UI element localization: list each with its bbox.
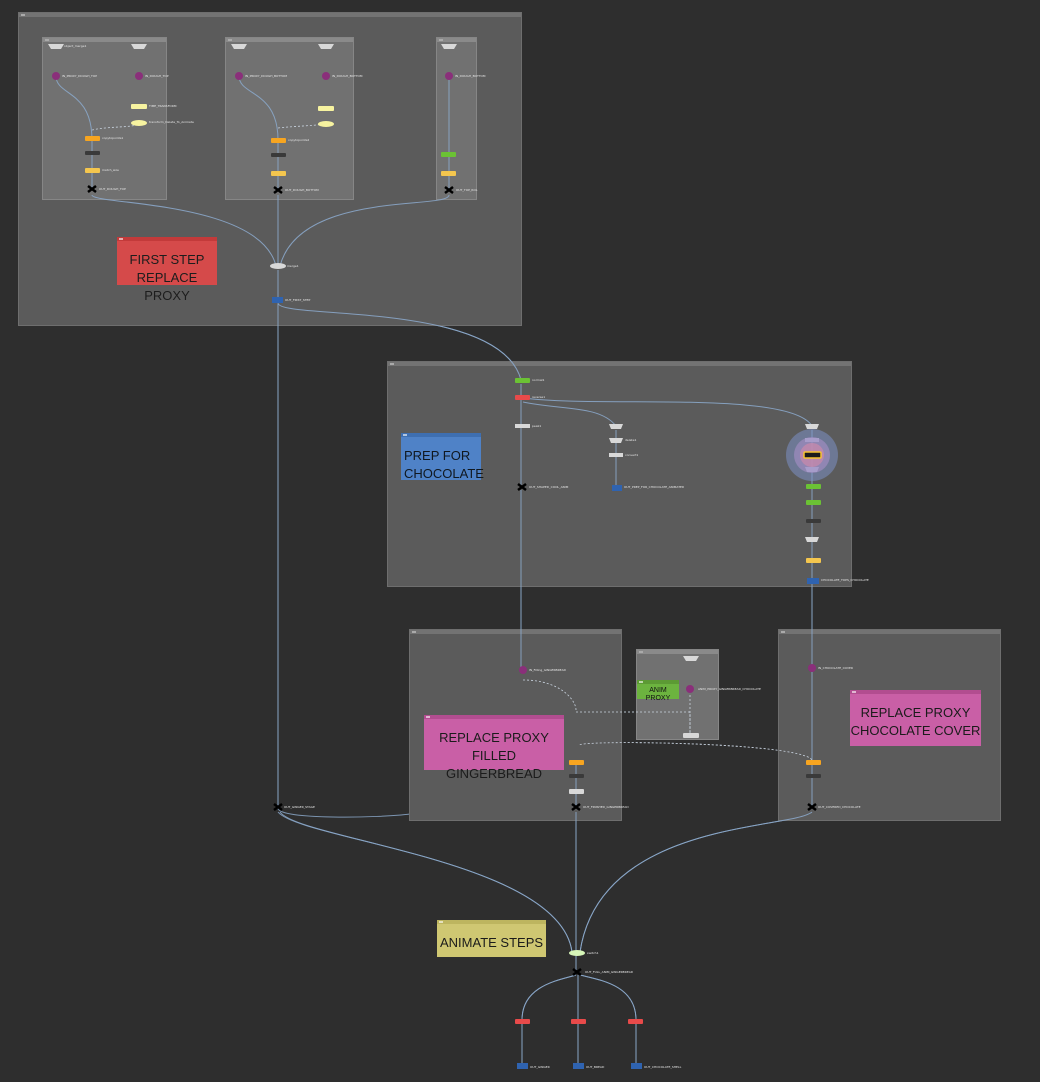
- label-normal-1: normal1: [532, 378, 545, 382]
- label-anim-proxy-in: ANIM_PROXY_GINGERBREAD_CHOCOLATE: [698, 687, 761, 691]
- label-timeshift: TIME_TRANSFORM: [149, 104, 177, 108]
- label-delete-1: delete1: [625, 438, 637, 442]
- label-out-1: OUT_DOUGH_TOP: [99, 187, 126, 191]
- label-obj-merge-1: object_merge1: [64, 44, 87, 48]
- sticky-anim-proxy[interactable]: ANIM PROXY: [637, 680, 679, 702]
- label-replace-2: copytopoints2: [288, 138, 310, 142]
- out-nodes[interactable]: [272, 297, 819, 1069]
- label-chocolate-out: CHOCOLATE_TOPS_CHOCOLATE: [821, 578, 869, 582]
- sticky-chocolate-cover[interactable]: REPLACE PROXY CHOCOLATE COVER: [850, 690, 981, 746]
- input-nodes[interactable]: [52, 72, 816, 693]
- label-reverse-1: reverse1: [532, 395, 546, 399]
- output-x-nodes[interactable]: [87, 185, 817, 976]
- sticky-animate-steps[interactable]: ANIMATE STEPS: [437, 920, 546, 957]
- copy-nodes[interactable]: [85, 136, 821, 765]
- label-out-2: OUT_DOUGH_BOTTOM: [285, 188, 319, 192]
- label-in-2: IN_DOUGH_TOP: [145, 74, 169, 78]
- label-out-covered-choco: OUT_COVERED_CHOCOLATE: [818, 805, 861, 809]
- switch-node[interactable]: [569, 950, 585, 956]
- object-merge-nodes[interactable]: [48, 44, 699, 661]
- red-nodes[interactable]: [515, 395, 643, 1024]
- label-out-a: OUT_GINGER: [530, 1065, 550, 1069]
- label-convert-1: convert1: [625, 453, 639, 457]
- null-nodes[interactable]: [85, 151, 821, 778]
- match-nodes[interactable]: [85, 168, 821, 563]
- label-out-c: OUT_CHOCOLATE_SHELL: [644, 1065, 682, 1069]
- label-in-3: IN_PROXY_DOUGH_BOTTOM: [245, 74, 287, 78]
- transform-nodes[interactable]: [131, 104, 334, 127]
- selected-node[interactable]: [786, 429, 838, 481]
- label-peak-1: peak1: [532, 424, 542, 428]
- label-in-4: IN_DOUGH_BOTTOM: [332, 74, 363, 78]
- label-out-ginger-stage: OUT_GINGER_STAGE: [284, 805, 315, 809]
- label-in-1: IN_PROXY_DOUGH_TOP: [62, 74, 98, 78]
- label-out-gingerbread: OUT_FINISHED_GINGERBREAD: [583, 805, 629, 809]
- label-replace-1: copytopoints1: [102, 136, 124, 140]
- label-switch-1: switch1: [587, 951, 599, 955]
- netbox-top-roll[interactable]: [436, 37, 477, 200]
- label-xform: transform_Delete_To_Animate: [149, 120, 194, 124]
- label-in-gingerbread: IN_Filling_GINGERBREAD: [529, 668, 566, 672]
- label-out-b: OUT_BREAD: [586, 1065, 605, 1069]
- label-merge-1: merge1: [287, 264, 299, 268]
- label-in-5: IN_DOUGH_BOTTOM: [455, 74, 486, 78]
- label-out-shaped: OUT_SHAPED_COOL_ANIM: [529, 485, 569, 489]
- sticky-first-step[interactable]: FIRST STEP REPLACE PROXY: [117, 237, 217, 303]
- label-out-3: OUT_TOP_ROL: [456, 188, 478, 192]
- green-nodes[interactable]: [441, 152, 821, 505]
- label-out-prep: OUT_PREP_FOR_CHOCOLATE_ANIMATED: [624, 485, 685, 489]
- sticky-prep-for-chocolate[interactable]: PREP FOR CHOCOLATE: [401, 433, 484, 481]
- label-out-full-anim: OUT_FULL_ANIM_GINGERBREAD: [585, 970, 634, 974]
- label-in-choco-cover: IN_CHOCOLATE_COVER: [818, 666, 854, 670]
- sticky-filled-gingerbread[interactable]: REPLACE PROXY FILLED GINGERBREAD: [424, 715, 564, 781]
- label-match-1: match_size: [102, 168, 119, 172]
- label-out-first-step: OUT_FIRST_STEP: [285, 298, 311, 302]
- white-nodes[interactable]: [270, 263, 819, 794]
